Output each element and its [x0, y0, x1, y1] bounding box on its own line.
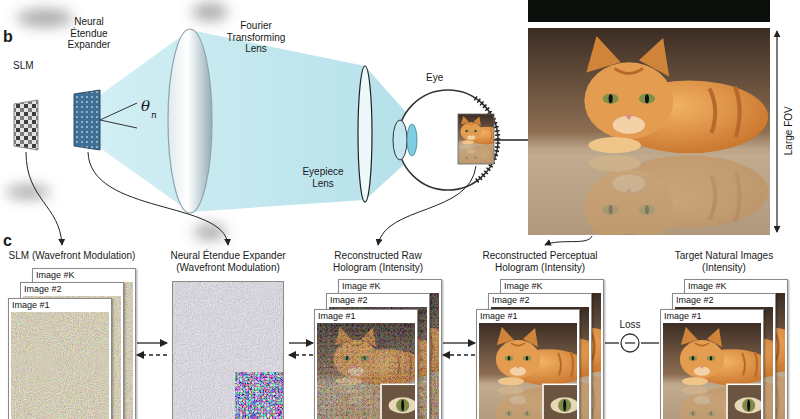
leader-line — [88, 152, 228, 245]
component-label: Eye — [426, 72, 443, 84]
panel-letter: c — [3, 232, 12, 250]
loss-connector — [641, 342, 659, 343]
light-beam — [100, 30, 420, 212]
loss-symbol — [620, 333, 640, 353]
flow-arrow — [137, 354, 167, 355]
fourier-lens — [168, 29, 212, 213]
minus-sign — [625, 342, 635, 343]
flow-arrow — [443, 342, 475, 343]
expander-pattern — [172, 281, 284, 419]
image-card: Image #1 — [8, 298, 112, 419]
column-heading: SLM (Wavefront Modulation) — [8, 250, 136, 262]
blur-blob — [17, 9, 73, 27]
image-content — [317, 323, 415, 419]
angle-symbol: θ — [141, 98, 150, 115]
blur-blob — [192, 3, 228, 21]
image-label: Image #K — [339, 280, 441, 292]
leader-line — [26, 152, 62, 245]
flow-arrow — [443, 354, 475, 355]
retinal-image-frame — [458, 114, 494, 164]
card-image — [11, 312, 109, 419]
zoom-inset — [236, 372, 283, 419]
image-card: Image #1 — [476, 309, 580, 419]
leader-line — [378, 166, 476, 245]
zoom-inset — [381, 384, 415, 419]
image-label: Image #K — [33, 269, 135, 281]
card-image — [317, 323, 415, 419]
zoom-inset — [543, 384, 577, 419]
speckle-noise — [317, 323, 415, 419]
angle-line — [100, 120, 137, 128]
panel-letter: b — [3, 28, 13, 46]
angle-subscript: n — [151, 110, 157, 120]
loss-circle — [621, 334, 639, 352]
noise-pattern — [173, 282, 283, 419]
image-card: Image #1 — [314, 309, 418, 419]
eyepiece-lens — [358, 66, 372, 202]
image-content — [479, 323, 577, 419]
component-label: Fourier Transforming Lens — [218, 20, 294, 55]
angle-line — [100, 103, 137, 120]
dark-bar — [528, 0, 770, 22]
image-label: Image #2 — [673, 294, 775, 306]
card-image — [663, 323, 761, 419]
image-card: Image #1 — [660, 309, 764, 419]
image-label: Image #1 — [9, 299, 111, 311]
column-heading: Reconstructed Perceptual Hologram (Inten… — [476, 250, 604, 273]
flow-arrow — [289, 354, 313, 355]
component-label: Neural Étendue Expander — [60, 16, 118, 51]
image-stack-column: Reconstructed Perceptual Hologram (Inten… — [476, 250, 604, 419]
image-content — [11, 312, 109, 419]
etendue-expander-device — [74, 90, 100, 150]
image-label: Image #1 — [477, 310, 579, 322]
blur-blob — [6, 185, 50, 199]
loss-node: Loss — [620, 333, 640, 353]
column-heading: Reconstructed Raw Hologram (Intensity) — [314, 250, 442, 273]
image-stack-column: Reconstructed Raw Hologram (Intensity) Im… — [314, 250, 442, 419]
perceived-image — [528, 28, 770, 272]
expander-panel: Neural Étendue Expander (Wavefront Modul… — [168, 250, 288, 419]
eye-lens — [407, 124, 417, 156]
component-label: SLM — [13, 60, 53, 72]
flow-arrow — [289, 342, 313, 343]
blur-blob — [194, 224, 226, 240]
fov-label: Large FOV — [783, 101, 795, 161]
slm-device — [14, 100, 38, 150]
image-stack-column: SLM (Wavefront Modulation) Image #K Image … — [8, 250, 136, 419]
column-heading: Neural Étendue Expander (Wavefront Modul… — [168, 250, 288, 273]
image-label: Image #2 — [327, 294, 429, 306]
zoom-inset — [727, 384, 761, 419]
flow-arrow — [137, 342, 167, 343]
loss-connector — [605, 342, 619, 343]
image-content — [663, 323, 761, 419]
retinal-image — [447, 114, 506, 173]
image-stack-column: Target Natural Images (Intensity) Image #… — [660, 250, 788, 419]
image-label: Image #K — [685, 280, 787, 292]
card-image — [479, 323, 577, 419]
loss-label: Loss — [619, 319, 640, 330]
leader-line — [545, 236, 592, 245]
image-label: Image #2 — [21, 283, 123, 295]
expander-image — [173, 282, 283, 419]
image-label: Image #1 — [661, 310, 763, 322]
image-label: Image #2 — [489, 294, 591, 306]
component-label: Eyepiece Lens — [294, 166, 352, 189]
column-heading: Target Natural Images (Intensity) — [660, 250, 788, 273]
view-line — [494, 139, 528, 141]
image-label: Image #1 — [315, 310, 417, 322]
cornea — [393, 120, 407, 160]
image-label: Image #K — [501, 280, 603, 292]
fov-arrow — [776, 31, 777, 232]
